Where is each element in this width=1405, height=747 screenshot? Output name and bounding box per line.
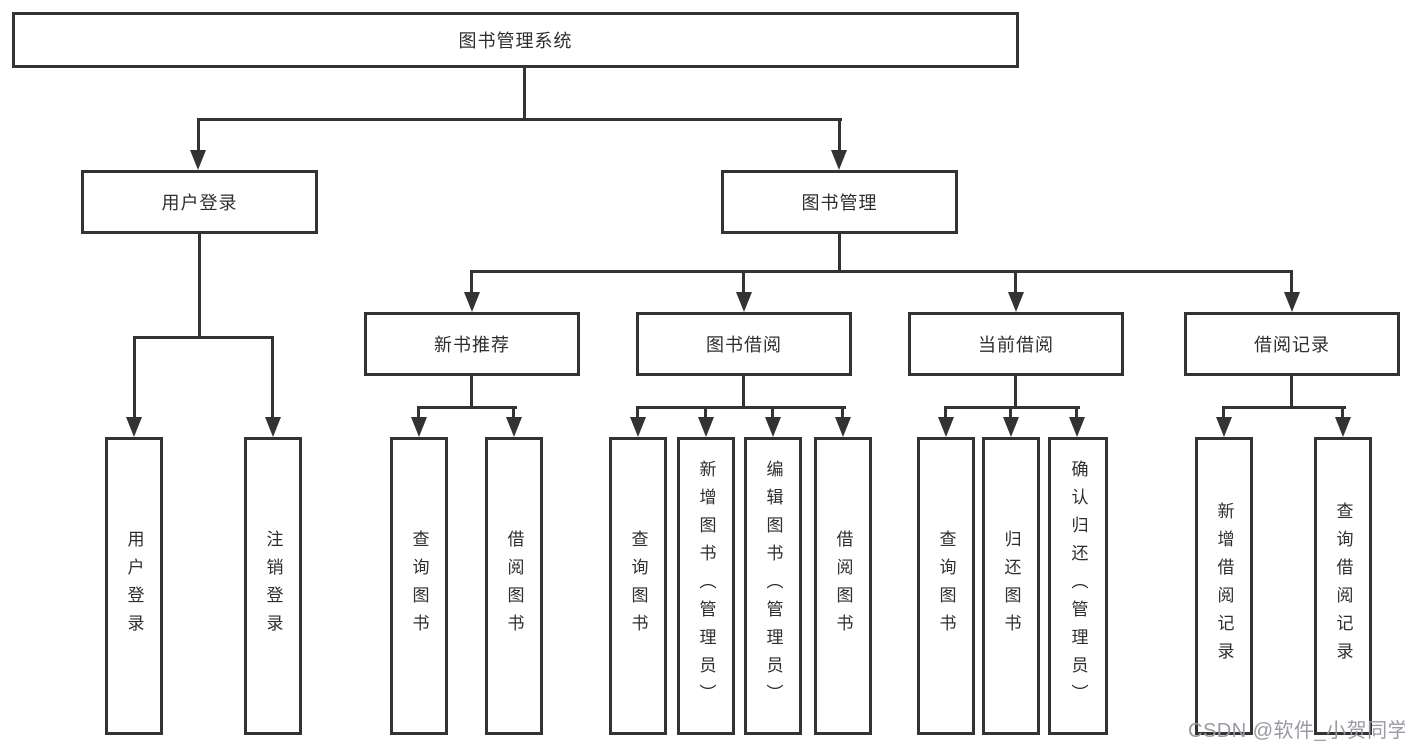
connector-root-bar — [197, 118, 842, 121]
leaf-query-books: 查询图书 — [917, 437, 975, 735]
leaf-query-books: 查询图书 — [609, 437, 667, 735]
connector-to-leaf — [841, 406, 844, 421]
node-user-login: 用户登录 — [81, 170, 318, 234]
connector-user-login-bar — [133, 336, 274, 339]
connector-current-borrow-stem — [1014, 376, 1017, 408]
arrow-down-icon — [831, 150, 847, 170]
arrow-down-icon — [938, 417, 954, 437]
connector-to-leaf — [133, 336, 136, 421]
connector-user-login-stem — [198, 234, 201, 338]
connector-to-book-borrow — [742, 270, 745, 296]
arrow-down-icon — [411, 417, 427, 437]
leaf-add-borrow-record: 新增借阅记录 — [1195, 437, 1253, 735]
connector-to-borrow-records — [1290, 270, 1293, 296]
arrow-down-icon — [630, 417, 646, 437]
leaf-label: 查询图书 — [628, 530, 648, 642]
leaf-return-books: 归还图书 — [982, 437, 1040, 735]
node-label: 用户登录 — [161, 193, 238, 213]
connector-book-borrow-stem — [742, 376, 745, 408]
arrow-down-icon — [1008, 292, 1024, 312]
node-label: 图书管理 — [801, 193, 878, 213]
leaf-label: 新增借阅记录 — [1214, 502, 1234, 670]
arrow-down-icon — [1216, 417, 1232, 437]
arrow-down-icon — [126, 417, 142, 437]
connector-root-stem — [523, 66, 526, 120]
arrow-down-icon — [698, 417, 714, 437]
connector-to-user-login — [197, 118, 200, 154]
connector-book-management-stem — [838, 234, 841, 272]
connector-book-borrow-bar — [636, 406, 846, 409]
connector-to-leaf — [417, 406, 420, 421]
node-label: 图书借阅 — [706, 335, 782, 355]
arrow-down-icon — [464, 292, 480, 312]
connector-to-book-management — [838, 118, 841, 154]
node-label: 新书推荐 — [434, 335, 510, 355]
node-label: 图书管理系统 — [458, 31, 573, 51]
leaf-label: 新增图书（管理员） — [696, 460, 716, 712]
leaf-label: 借阅图书 — [504, 530, 524, 642]
leaf-label: 编辑图书（管理员） — [763, 460, 783, 712]
connector-book-management-bar — [470, 270, 1293, 273]
connector-current-borrow-bar — [944, 406, 1080, 409]
arrow-down-icon — [1069, 417, 1085, 437]
node-current-borrow: 当前借阅 — [908, 312, 1124, 376]
node-library-management-system: 图书管理系统 — [12, 12, 1019, 68]
leaf-label: 查询借阅记录 — [1333, 502, 1353, 670]
leaf-label: 确认归还（管理员） — [1068, 460, 1088, 712]
leaf-logout: 注销登录 — [244, 437, 302, 735]
leaf-query-books: 查询图书 — [390, 437, 448, 735]
connector-to-leaf — [1009, 406, 1012, 421]
connector-to-leaf — [636, 406, 639, 421]
arrow-down-icon — [765, 417, 781, 437]
arrow-down-icon — [1335, 417, 1351, 437]
connector-to-leaf — [704, 406, 707, 421]
arrow-down-icon — [1003, 417, 1019, 437]
arrow-down-icon — [265, 417, 281, 437]
arrow-down-icon — [1284, 292, 1300, 312]
connector-to-leaf — [1075, 406, 1078, 421]
node-book-borrow: 图书借阅 — [636, 312, 852, 376]
leaf-label: 用户登录 — [124, 530, 144, 642]
leaf-label: 借阅图书 — [833, 530, 853, 642]
node-new-book-recommend: 新书推荐 — [364, 312, 580, 376]
connector-to-leaf — [771, 406, 774, 421]
connector-new-book-stem — [470, 376, 473, 408]
connector-to-current-borrow — [1014, 270, 1017, 296]
leaf-label: 归还图书 — [1001, 530, 1021, 642]
connector-to-leaf — [1222, 406, 1225, 421]
connector-to-new-book — [470, 270, 473, 296]
node-borrow-records: 借阅记录 — [1184, 312, 1400, 376]
leaf-label: 查询图书 — [936, 530, 956, 642]
leaf-borrow-books: 借阅图书 — [814, 437, 872, 735]
leaf-add-books-admin: 新增图书（管理员） — [677, 437, 735, 735]
connector-borrow-records-bar — [1222, 406, 1346, 409]
connector-borrow-records-stem — [1290, 376, 1293, 408]
connector-to-leaf — [271, 336, 274, 421]
leaf-label: 注销登录 — [263, 530, 283, 642]
leaf-confirm-return-admin: 确认归还（管理员） — [1048, 437, 1108, 735]
leaf-label: 查询图书 — [409, 530, 429, 642]
arrow-down-icon — [190, 150, 206, 170]
connector-to-leaf — [512, 406, 515, 421]
leaf-edit-books-admin: 编辑图书（管理员） — [744, 437, 802, 735]
arrow-down-icon — [736, 292, 752, 312]
leaf-query-borrow-record: 查询借阅记录 — [1314, 437, 1372, 735]
node-book-management: 图书管理 — [721, 170, 958, 234]
csdn-watermark: CSDN @软件_小贺同学 — [1188, 720, 1405, 742]
connector-to-leaf — [1341, 406, 1344, 421]
arrow-down-icon — [506, 417, 522, 437]
leaf-user-login: 用户登录 — [105, 437, 163, 735]
arrow-down-icon — [835, 417, 851, 437]
node-label: 借阅记录 — [1254, 335, 1330, 355]
leaf-borrow-books: 借阅图书 — [485, 437, 543, 735]
node-label: 当前借阅 — [978, 335, 1054, 355]
connector-new-book-bar — [417, 406, 517, 409]
connector-to-leaf — [944, 406, 947, 421]
